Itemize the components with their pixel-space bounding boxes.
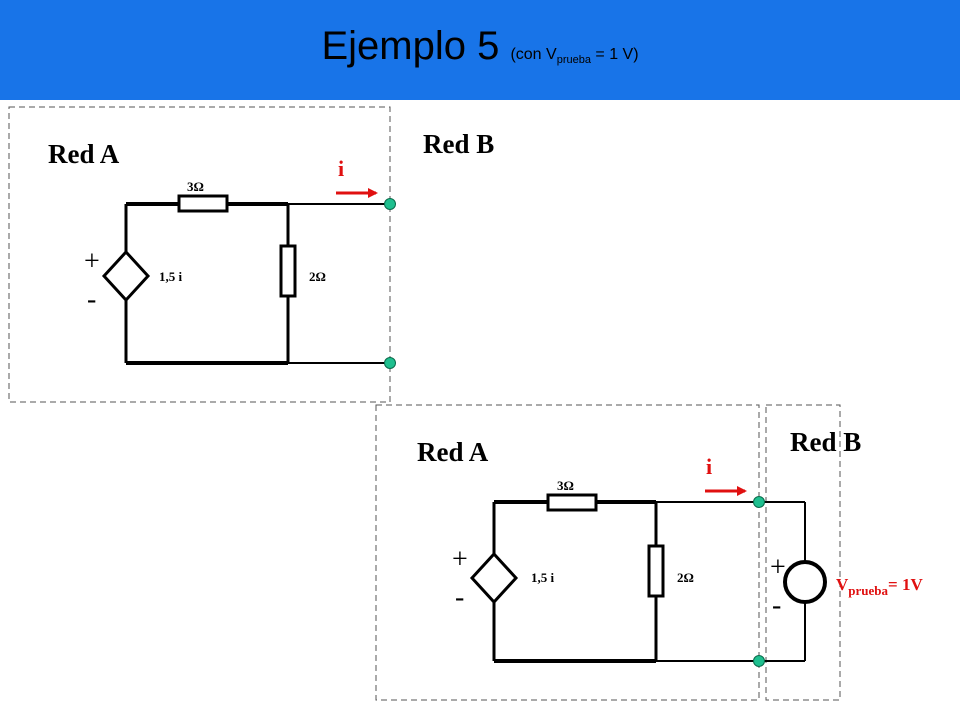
red-b-boundary-bottom: [765, 404, 841, 701]
red-a-boundary-bottom: [375, 404, 760, 701]
resistor-3ohm-label: 3Ω: [557, 478, 574, 493]
vtest-V: V: [836, 575, 849, 594]
minus-sign: -: [87, 284, 96, 315]
vtest-label: Vprueba= 1V: [836, 575, 923, 598]
red-b-label: Red B: [423, 129, 494, 159]
resistor-2ohm: [647, 544, 665, 598]
page-title: Ejemplo 5 (con Vprueba = 1 V): [0, 24, 960, 69]
terminal-bottom: [753, 655, 765, 667]
minus-sign: -: [455, 582, 464, 613]
terminal-top: [753, 496, 765, 508]
vtest-sub: prueba: [848, 583, 888, 598]
resistor-3ohm: [177, 194, 229, 213]
bottom-circuit: Red A Red B i 3Ω 2Ω 1,5 i + - + - Vprueb…: [375, 404, 923, 701]
resistor-3ohm: [546, 493, 598, 512]
plus-sign: +: [452, 544, 468, 575]
vtest-minus-sign: -: [772, 590, 781, 621]
dependent-source: [469, 551, 519, 605]
vtest-plus-sign: +: [770, 552, 786, 583]
resistor-2ohm-label: 2Ω: [677, 570, 694, 585]
red-a-label: Red A: [48, 139, 120, 169]
title-paren: (con Vprueba = 1 V): [510, 46, 639, 66]
title-paren-close: = 1 V): [590, 46, 639, 63]
terminal-top: [384, 198, 396, 210]
source-label: 1,5 i: [531, 570, 555, 585]
resistor-2ohm: [279, 244, 297, 298]
title-main: Ejemplo 5: [321, 24, 500, 68]
title-bar: [0, 0, 960, 100]
current-label: i: [338, 156, 344, 181]
title-paren-open: (con V: [510, 46, 557, 63]
top-circuit: Red A Red B i 3Ω 2Ω 1,5 i + -: [8, 106, 494, 403]
current-label: i: [706, 454, 712, 479]
dependent-source: [101, 249, 151, 303]
title-paren-sub: prueba: [556, 54, 591, 66]
resistor-2ohm-label: 2Ω: [309, 269, 326, 284]
red-a-label: Red A: [417, 437, 489, 467]
red-b-label: Red B: [790, 427, 861, 457]
terminal-bottom: [384, 357, 396, 369]
red-a-boundary-top: [8, 106, 391, 403]
vtest-value: = 1V: [888, 575, 923, 594]
source-label: 1,5 i: [159, 269, 183, 284]
test-voltage-source: [783, 560, 827, 604]
resistor-3ohm-label: 3Ω: [187, 179, 204, 194]
plus-sign: +: [84, 246, 100, 277]
